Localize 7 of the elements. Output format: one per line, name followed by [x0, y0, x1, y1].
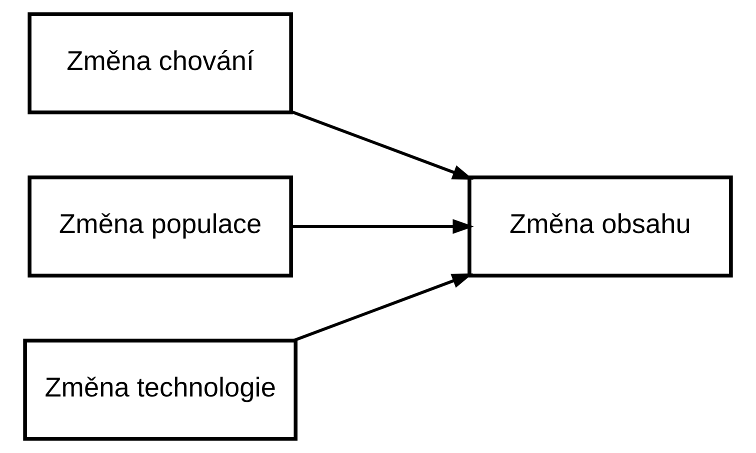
arrow [290, 110, 474, 180]
node-box: Změna obsahu [468, 175, 733, 278]
arrow [292, 273, 474, 342]
node-box: Změna chování [28, 12, 293, 114]
arrow [291, 219, 474, 234]
node-box: Změna technologie [23, 338, 298, 441]
node-box: Změna populace [28, 175, 293, 278]
